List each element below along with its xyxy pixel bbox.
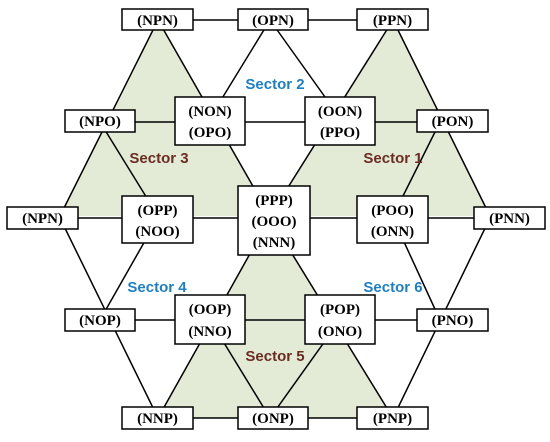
nodes: (NPN) (OPN) (PPN) (NPO) (NON) (OPO) (OON…	[6, 8, 546, 430]
node-ppp: (PPP) (OOO) (NNN)	[237, 185, 311, 256]
node-label: (OPP)	[138, 203, 178, 219]
node-label: (PNP)	[373, 411, 412, 427]
node-label: (ONN)	[371, 224, 414, 240]
node-label: (ONO)	[318, 324, 362, 340]
node-label: (OOO)	[252, 214, 297, 230]
node-pop: (POP) (ONO)	[304, 294, 376, 345]
node-poo: (POO) (ONN)	[356, 195, 429, 244]
node-label: (OPN)	[252, 13, 294, 29]
node-label: (NPN)	[137, 13, 178, 29]
node-ppn: (PPN)	[356, 8, 429, 31]
node-pnn: (PNN)	[473, 206, 546, 230]
triangle-bottom	[158, 216, 393, 418]
node-onp: (ONP)	[237, 406, 309, 430]
sector-4-label: Sector 4	[127, 279, 187, 296]
node-label: (PNN)	[489, 211, 530, 227]
node-label: (NNN)	[253, 235, 296, 251]
node-label: (NNP)	[137, 411, 178, 427]
sector-triangles	[60, 20, 490, 418]
node-npo: (NPO)	[64, 109, 136, 133]
node-label: (OPO)	[189, 125, 232, 141]
node-oop: (OOP) (NNO)	[174, 294, 246, 345]
node-pon: (PON)	[416, 109, 489, 133]
node-pnp: (PNP)	[356, 406, 429, 430]
node-pno: (PNO)	[416, 308, 489, 332]
node-label: (POO)	[371, 203, 414, 219]
node-label: (PPO)	[320, 125, 360, 141]
node-label: (NNO)	[188, 324, 231, 340]
node-npn-top: (NPN)	[121, 8, 194, 31]
node-label: (NOO)	[135, 224, 179, 240]
node-label: (NON)	[188, 104, 231, 120]
node-oon: (OON) (PPO)	[304, 96, 376, 146]
sector-5-label: Sector 5	[245, 348, 304, 365]
sector-1-label: Sector 1	[363, 150, 422, 167]
node-label: (PPP)	[255, 193, 292, 209]
triangle-upper-left	[60, 20, 270, 216]
node-label: (OOP)	[189, 302, 232, 318]
node-label: (PON)	[432, 114, 474, 130]
sector-2-label: Sector 2	[245, 76, 304, 93]
node-label: (PPN)	[373, 13, 412, 29]
node-label: (PNO)	[432, 313, 474, 329]
node-npn-left: (NPN)	[6, 206, 79, 230]
sector-labels: Sector 2 Sector 3 Sector 1 Sector 4 Sect…	[127, 76, 422, 365]
sector-6-label: Sector 6	[363, 279, 422, 296]
sector-3-label: Sector 3	[129, 150, 188, 167]
node-nnp: (NNP)	[121, 406, 194, 430]
node-label: (ONP)	[252, 411, 294, 427]
node-opn: (OPN)	[237, 8, 309, 31]
node-non: (NON) (OPO)	[174, 96, 246, 146]
node-label: (POP)	[320, 302, 360, 318]
node-label: (NPN)	[22, 211, 63, 227]
node-opp: (OPP) (NOO)	[121, 195, 194, 244]
node-label: (OON)	[318, 104, 362, 120]
triangle-upper-right	[270, 20, 490, 216]
node-label: (NOP)	[79, 313, 121, 329]
node-label: (NPO)	[79, 114, 121, 130]
node-nop: (NOP)	[64, 308, 136, 332]
